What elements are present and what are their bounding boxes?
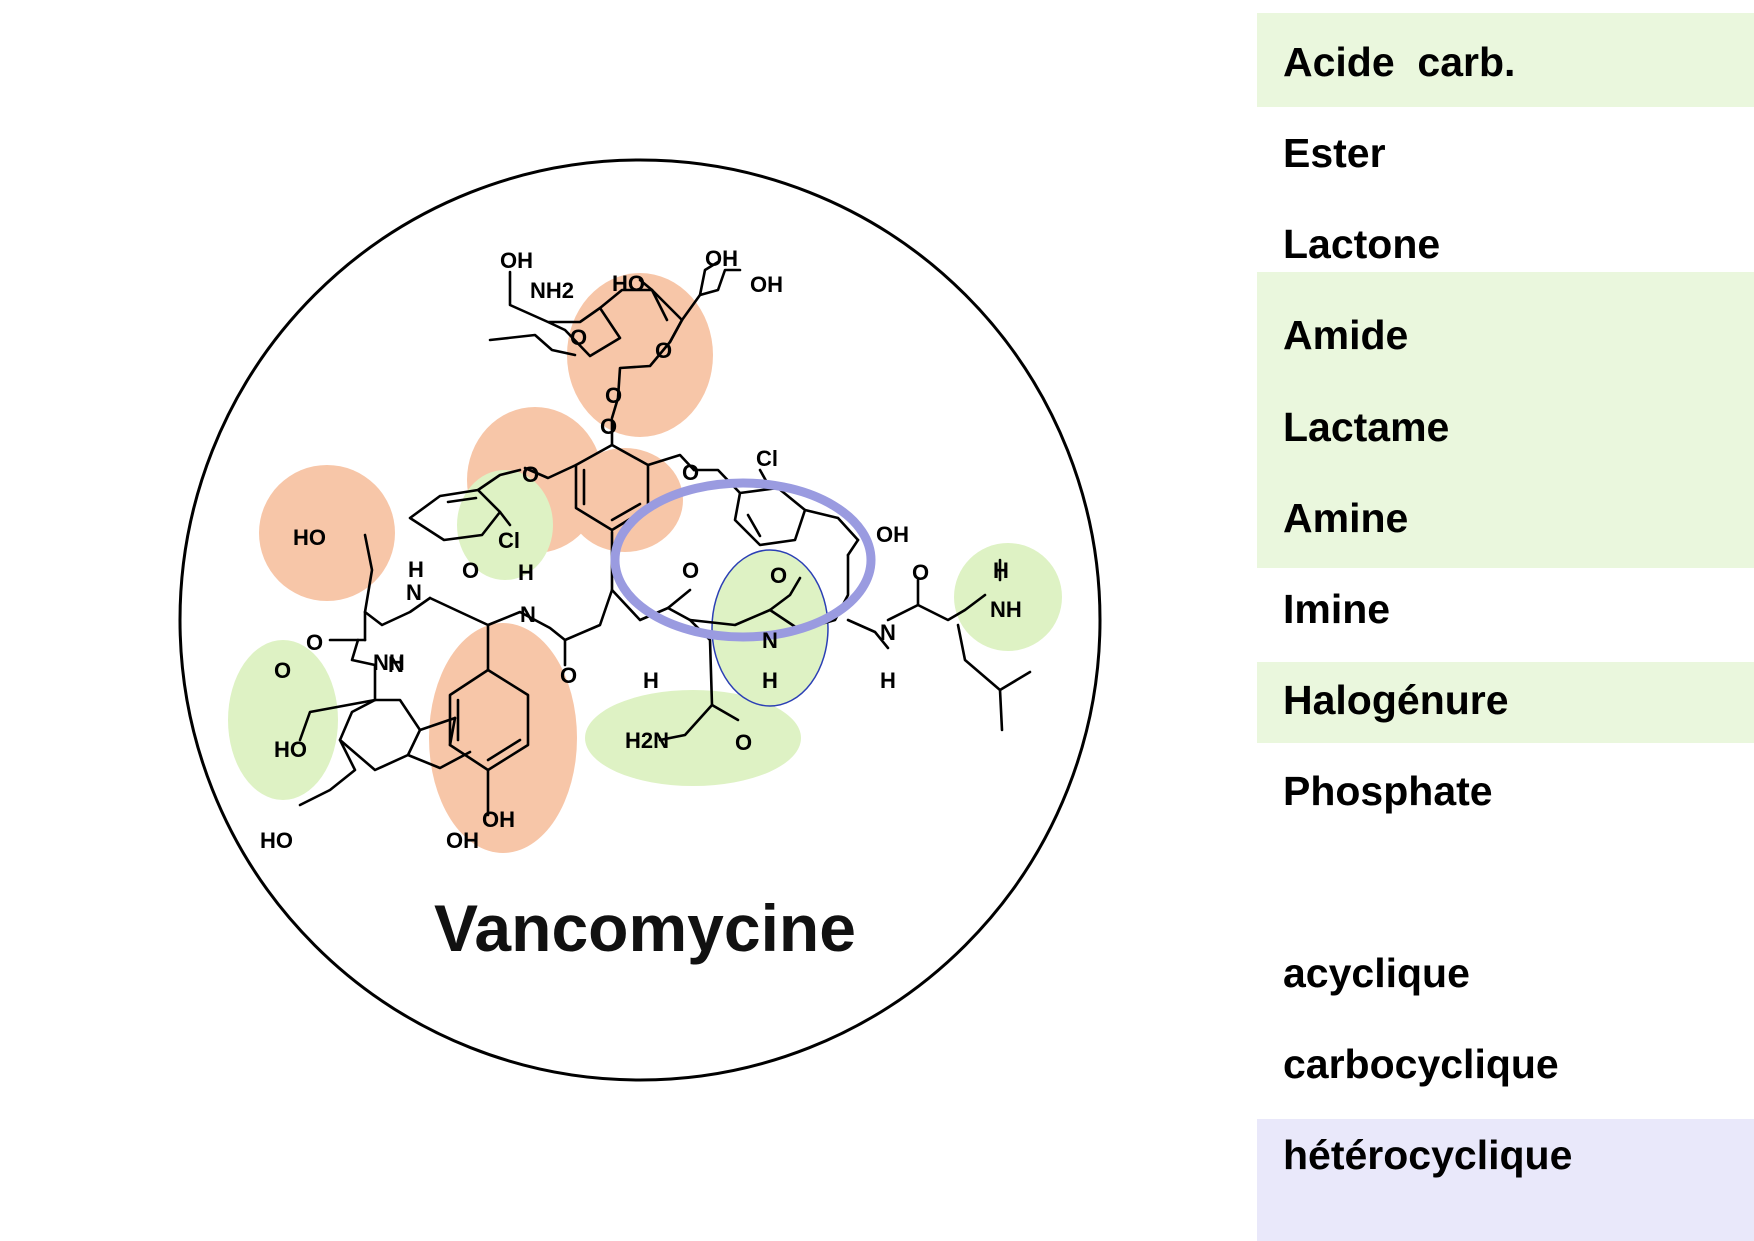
atom-label: O xyxy=(682,460,699,485)
legend-panel: Acide carb. Ester Lactone Amide Lactame … xyxy=(1257,0,1754,1241)
atom-label: H xyxy=(993,558,1009,583)
chloro-highlight xyxy=(457,470,553,580)
alcohol-highlight-left xyxy=(259,465,395,601)
atom-label: O xyxy=(655,338,672,363)
atom-label: Cl xyxy=(498,528,520,553)
atom-label: NH xyxy=(990,597,1022,622)
atom-label: O xyxy=(306,630,323,655)
atom-label: O xyxy=(560,663,577,688)
molecule-enclosure-circle xyxy=(178,158,1102,1082)
vancomycin-diagram: OH NH2 HO OH OH O O O O O O Cl Cl HO OH … xyxy=(178,158,1102,1082)
band-acid xyxy=(1257,13,1754,107)
molecule-bonds xyxy=(298,260,1032,817)
legend-item-lactone: Lactone xyxy=(1283,221,1441,267)
atom-label: OH xyxy=(876,522,909,547)
atom-labels: OH NH2 HO OH OH O O O O O O Cl Cl HO OH … xyxy=(260,246,1022,853)
legend-item-carboxylic-acid: Acide carb. xyxy=(1283,39,1516,85)
atom-label: H xyxy=(880,668,896,693)
band-halide xyxy=(1257,662,1754,743)
atom-label: H2N xyxy=(625,728,669,753)
legend-item-acyclic: acyclique xyxy=(1283,950,1470,996)
molecule-name: Vancomycine xyxy=(434,891,856,965)
atom-label: H xyxy=(408,557,424,582)
legend-item-imine: Imine xyxy=(1283,586,1391,632)
atom-label: Cl xyxy=(756,446,778,471)
legend-item-lactam: Lactame xyxy=(1283,404,1450,450)
atom-label: OH xyxy=(446,828,479,853)
atom-label: O xyxy=(600,414,617,439)
band-heterocyclic xyxy=(1257,1119,1754,1241)
atom-label: H xyxy=(762,668,778,693)
atom-label: O xyxy=(522,462,539,487)
atom-label: NH2 xyxy=(530,278,574,303)
atom-label: H xyxy=(643,668,659,693)
band-amide-amine xyxy=(1257,272,1754,568)
atom-label: N xyxy=(520,602,536,627)
atom-label: O xyxy=(770,563,787,588)
atom-label: N xyxy=(406,580,422,605)
amine-highlight xyxy=(954,543,1062,651)
amide-primary-highlight xyxy=(585,690,801,786)
legend-item-amine: Amine xyxy=(1283,495,1409,541)
atom-label: N xyxy=(762,628,778,653)
atom-label: HO xyxy=(293,525,326,550)
legend-item-amide: Amide xyxy=(1283,312,1409,358)
legend-item-phosphate: Phosphate xyxy=(1283,768,1493,814)
atom-label: HO xyxy=(274,737,307,762)
acid-highlight xyxy=(228,640,338,800)
atom-label: O xyxy=(682,558,699,583)
atom-label: NH xyxy=(373,650,405,675)
atom-label: H xyxy=(518,560,534,585)
atom-label: N xyxy=(388,652,404,677)
lactam-highlight xyxy=(712,550,828,706)
atom-label: O xyxy=(570,325,587,350)
legend-item-carbocyclic: carbocyclique xyxy=(1283,1041,1559,1087)
phenol-highlight xyxy=(429,623,577,853)
legend-item-ester: Ester xyxy=(1283,130,1386,176)
atom-label: HO xyxy=(260,828,293,853)
legend-item-halide: Halogénure xyxy=(1283,677,1509,723)
atom-label: O xyxy=(912,560,929,585)
atom-label: O xyxy=(735,730,752,755)
atom-label: OH xyxy=(750,272,783,297)
atom-label: OH xyxy=(500,248,533,273)
atom-label: OH xyxy=(482,807,515,832)
atom-label: O xyxy=(462,558,479,583)
atom-label: HO xyxy=(612,271,645,296)
atom-label: O xyxy=(605,383,622,408)
atom-label: O xyxy=(274,658,291,683)
legend-item-heterocyclic: hétérocyclique xyxy=(1283,1132,1573,1178)
amide-outline-ellipse xyxy=(711,549,829,707)
macrocycle-ring-highlight xyxy=(610,478,876,642)
atom-label: OH xyxy=(705,246,738,271)
amine-acid-highlights xyxy=(228,470,1062,800)
aryl-ether-highlight-right xyxy=(567,448,683,552)
atom-label: N xyxy=(880,620,896,645)
